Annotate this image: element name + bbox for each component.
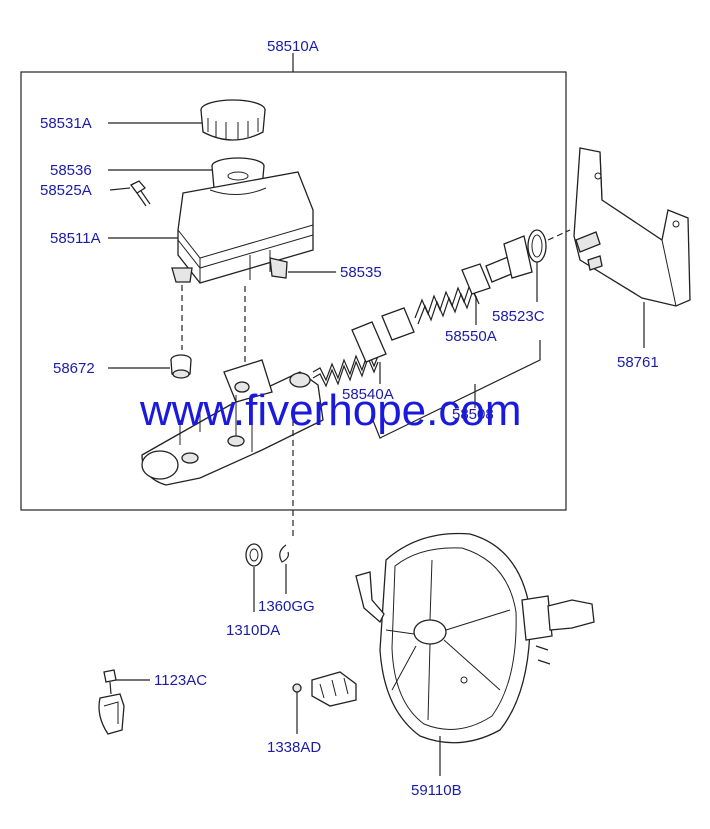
reservoir-grommet (269, 257, 288, 279)
watermark: www.fiverhope.com (139, 386, 521, 435)
label-assembly: 58510A (267, 38, 319, 55)
screw-leader (109, 187, 131, 191)
mounting-bracket (573, 147, 691, 307)
master-cylinder-body (141, 359, 324, 486)
label-nut: 1338AD (267, 739, 321, 756)
secondary-piston-spring (312, 307, 415, 388)
label-ring: 58523C (492, 308, 545, 325)
label-cap: 58531A (40, 115, 92, 132)
label-bolt: 1123AC (154, 672, 207, 689)
stop-ring (527, 229, 547, 263)
bolt-and-clamp (98, 669, 125, 735)
label-clip: 1360GG (258, 598, 315, 615)
primary-piston-spring (414, 235, 533, 325)
label-booster: 59110B (411, 782, 462, 799)
label-kit: 58508 (452, 406, 494, 423)
label-filter: 58536 (50, 162, 92, 179)
label-washer: 1310DA (226, 622, 280, 639)
reservoir-cap (200, 99, 266, 141)
reservoir-screw (130, 180, 151, 207)
label-reservoir: 58511A (50, 230, 101, 247)
washer (245, 543, 263, 567)
label-primary: 58550A (445, 328, 497, 345)
ring-align (547, 229, 571, 241)
nut-and-connector (292, 671, 357, 707)
label-secondary: 58540A (342, 386, 394, 403)
label-grommet: 58535 (340, 264, 382, 281)
label-screw: 58525A (40, 182, 92, 199)
label-seal: 58672 (53, 360, 95, 377)
brake-fluid-reservoir (171, 171, 314, 284)
clip (279, 544, 289, 563)
label-bracket: 58761 (617, 354, 659, 371)
brake-booster (355, 532, 595, 744)
kit-bracket (371, 340, 541, 439)
grommet-seal (170, 354, 192, 379)
